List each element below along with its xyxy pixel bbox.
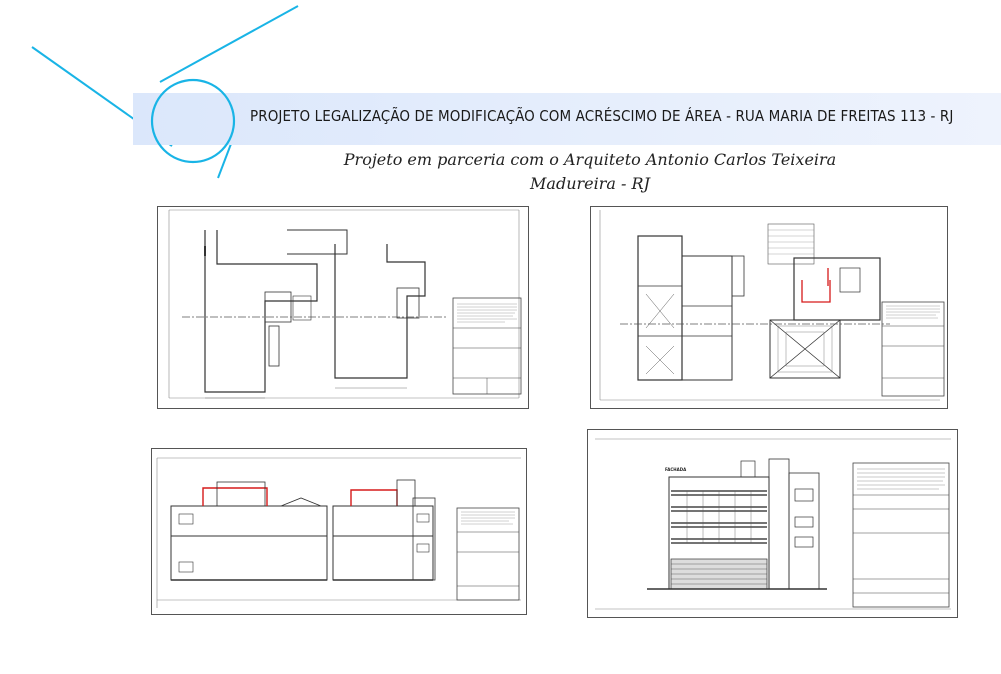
floor-plan-drawing bbox=[590, 206, 948, 409]
facade-label: FACHADA bbox=[665, 467, 687, 472]
facade-sheet: FACHADA bbox=[587, 429, 958, 618]
logo-circle-icon bbox=[150, 78, 236, 164]
floor-plan-sheet-1 bbox=[157, 206, 529, 409]
project-subtitle: Projeto em parceria com o Arquiteto Anto… bbox=[343, 150, 837, 169]
section-sheet bbox=[151, 448, 527, 615]
floor-plan-sheet-2 bbox=[590, 206, 948, 409]
project-title: PROJETO LEGALIZAÇÃO DE MODIFICAÇÃO COM A… bbox=[250, 107, 954, 125]
section-drawing bbox=[151, 448, 527, 615]
floor-plan-drawing bbox=[157, 206, 529, 409]
project-location: Madureira - RJ bbox=[530, 174, 650, 193]
title-band bbox=[133, 93, 1001, 145]
facade-drawing: FACHADA bbox=[587, 429, 958, 618]
